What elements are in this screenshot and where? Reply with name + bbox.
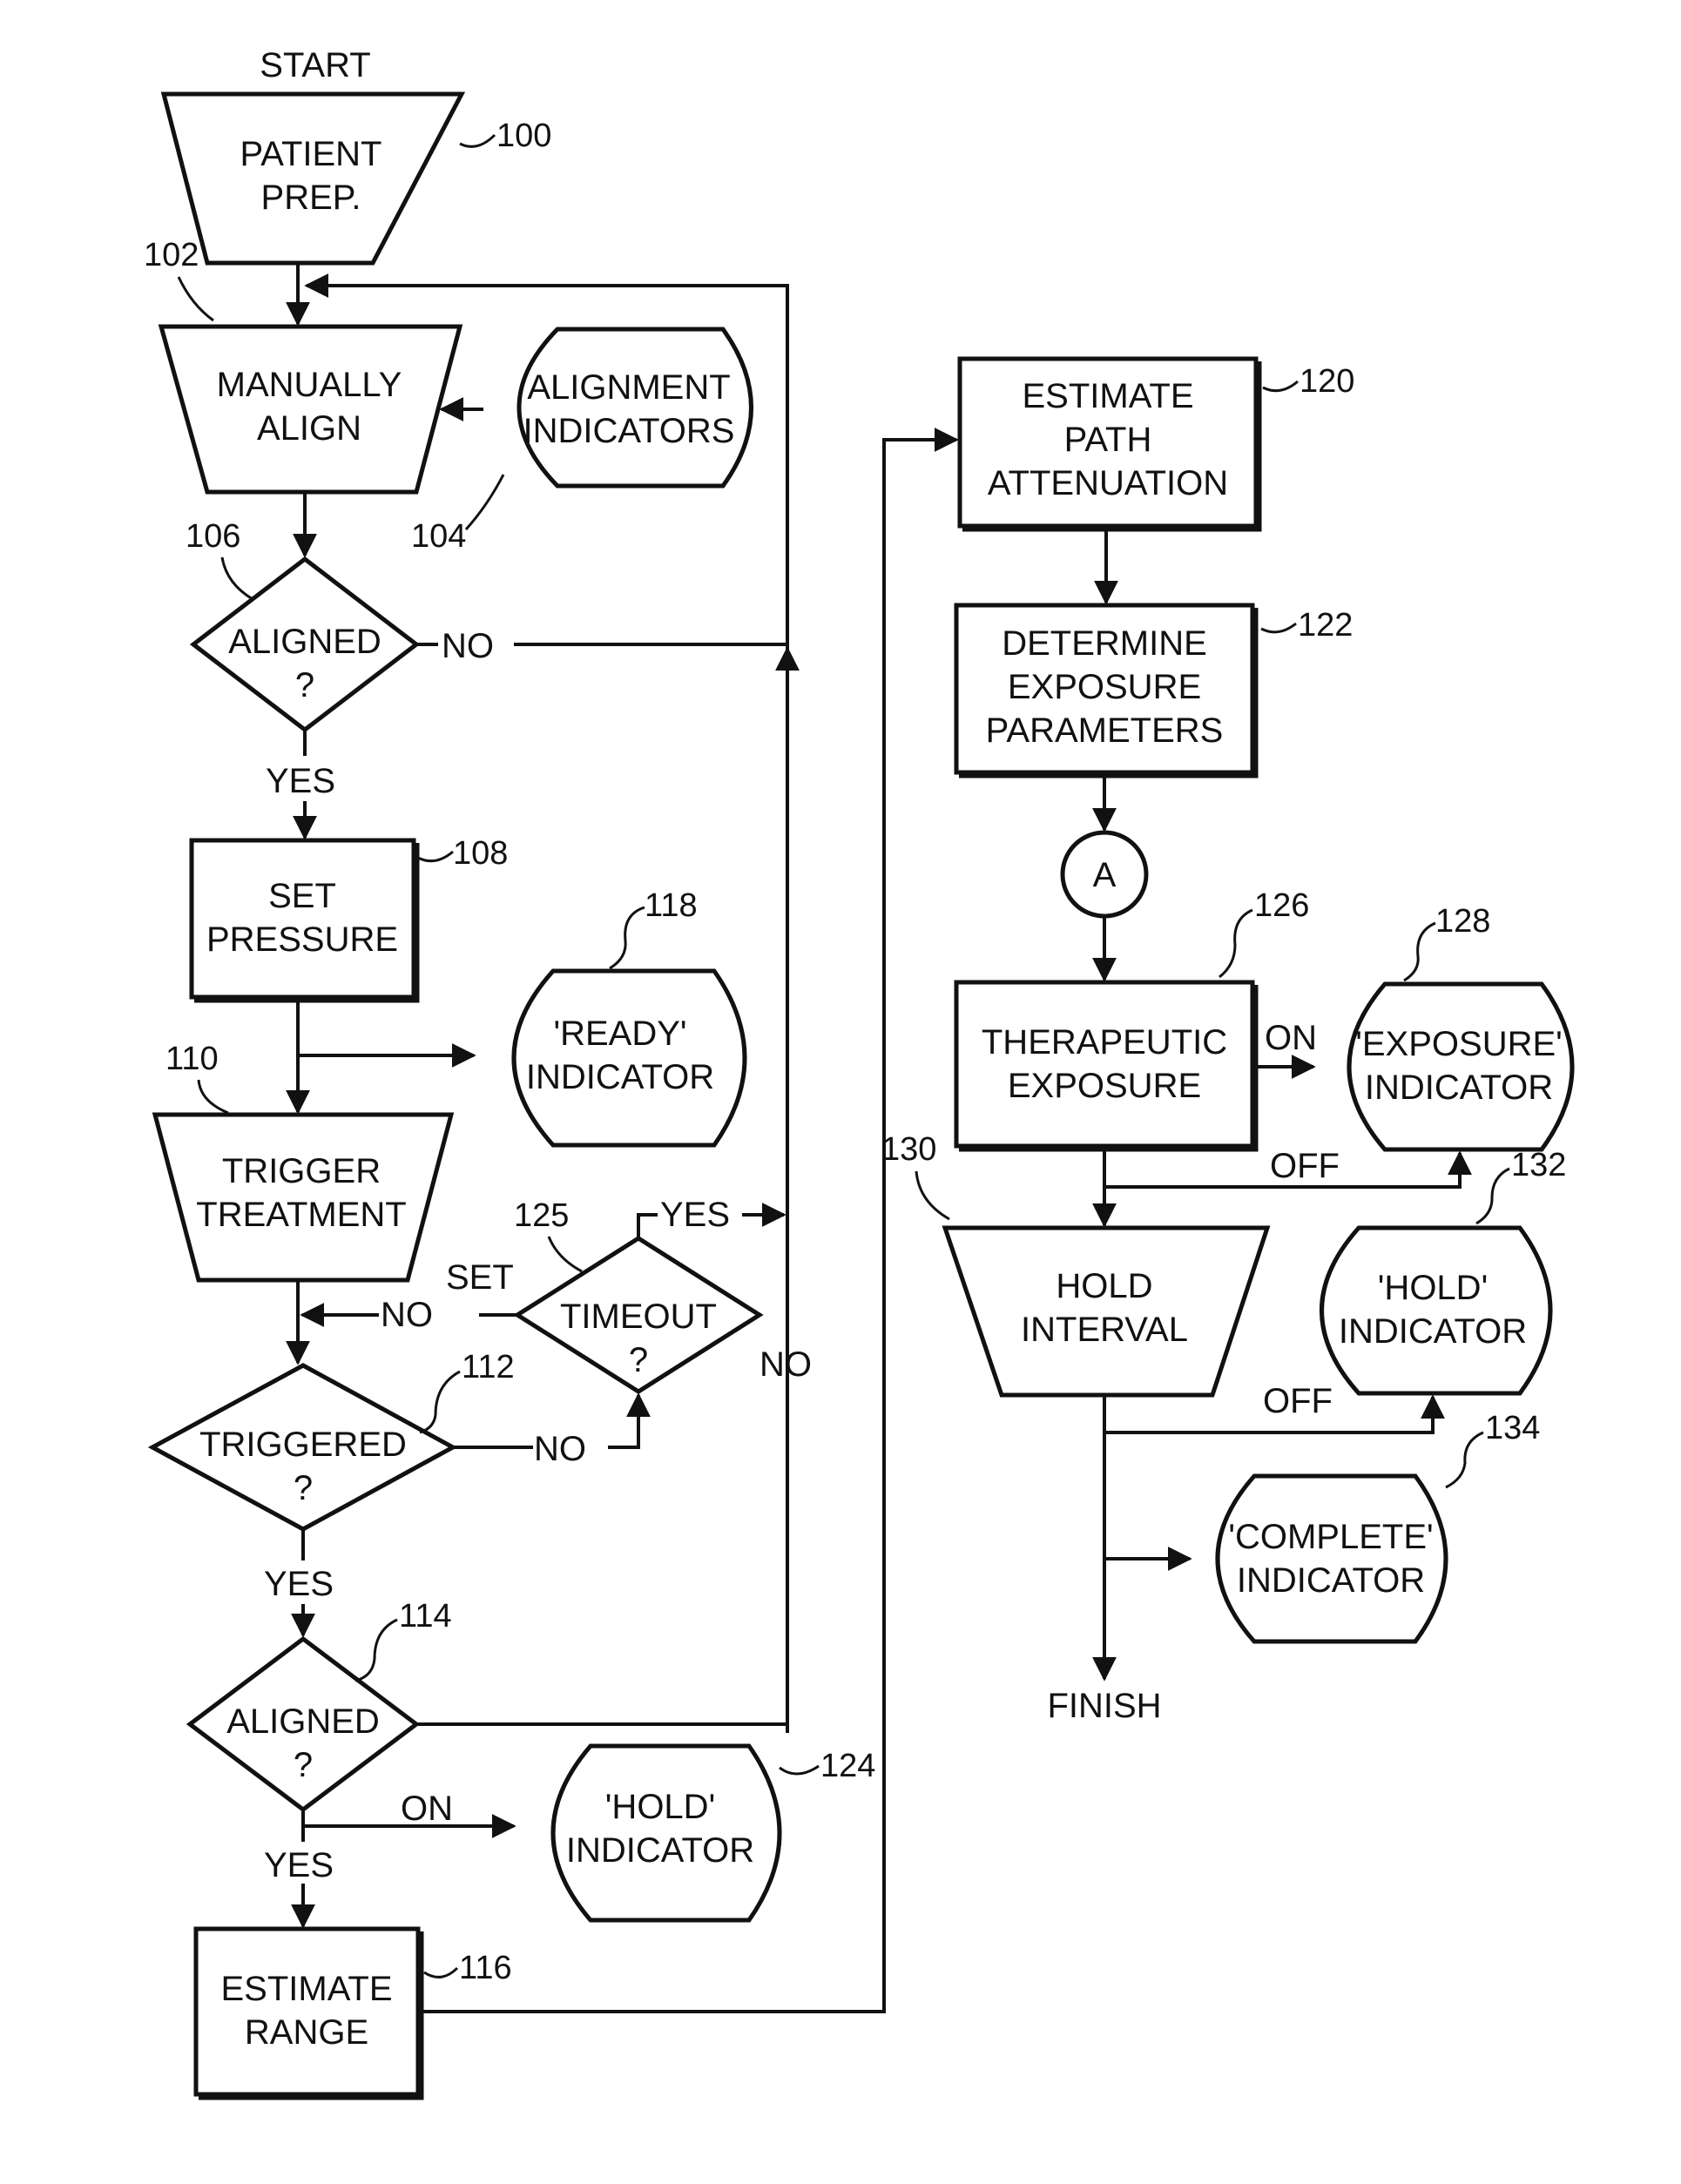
node-ready-indicator-line1: 'READY' — [553, 1014, 686, 1053]
flow-lines — [298, 263, 1460, 2012]
node-ready-indicator-line2: INDICATOR — [526, 1058, 714, 1096]
edge-label-112-yes: YES — [264, 1565, 334, 1603]
ref-122: 122 — [1298, 607, 1353, 644]
edge-label-126-on: ON — [1265, 1019, 1317, 1057]
ref-116: 116 — [459, 1950, 512, 1986]
node-determine-exposure-parameters: DETERMINE EXPOSURE PARAMETERS — [956, 605, 1255, 775]
node-determine-exposure-parameters-line1: DETERMINE — [1002, 624, 1207, 663]
node-triggered-check: TRIGGERED ? — [152, 1365, 453, 1529]
node-estimate-range-line2: RANGE — [245, 2013, 368, 2052]
node-estimate-range: ESTIMATE RANGE — [196, 1929, 421, 2097]
node-hold-indicator-2-line2: INDICATOR — [1339, 1312, 1527, 1351]
node-therapeutic-exposure: THERAPEUTIC EXPOSURE — [956, 982, 1255, 1149]
connector-a-label: A — [1093, 856, 1117, 894]
node-alignment-indicators: ALIGNMENT INDICATORS — [519, 329, 752, 486]
ref-114: 114 — [399, 1598, 452, 1635]
connector-a: A — [1063, 832, 1146, 916]
node-aligned-check-2-line2: ? — [294, 1746, 313, 1784]
node-set-pressure: SET PRESSURE — [192, 840, 416, 1000]
ref-125: 125 — [514, 1197, 569, 1234]
ref-110: 110 — [165, 1041, 219, 1077]
node-timeout-check: TIMEOUT ? — [517, 1238, 759, 1392]
ref-104: 104 — [411, 518, 466, 555]
edge-label-114-on: ON — [401, 1790, 453, 1828]
ref-100: 100 — [496, 118, 551, 154]
edge-label-114-yes: YES — [264, 1846, 334, 1884]
node-estimate-range-line1: ESTIMATE — [220, 1970, 392, 2008]
node-ready-indicator: 'READY' INDICATOR — [514, 971, 745, 1145]
node-complete-indicator: 'COMPLETE' INDICATOR — [1218, 1476, 1446, 1641]
ref-118: 118 — [645, 887, 698, 924]
node-estimate-path-attenuation-line2: PATH — [1064, 421, 1152, 459]
node-triggered-check-line1: TRIGGERED — [199, 1426, 407, 1464]
ref-126: 126 — [1254, 887, 1309, 924]
node-trigger-treatment-line1: TRIGGER — [222, 1152, 381, 1190]
node-timeout-check-line1: TIMEOUT — [560, 1298, 717, 1336]
node-exposure-indicator-line1: 'EXPOSURE' — [1355, 1025, 1563, 1063]
node-patient-prep-line2: PREP. — [261, 179, 361, 217]
node-trigger-treatment: TRIGGER TREATMENT — [155, 1115, 451, 1280]
node-aligned-check-1: ALIGNED ? — [193, 559, 416, 730]
edge-label-125-yes: YES — [660, 1196, 730, 1234]
ref-112: 112 — [462, 1349, 515, 1385]
edge-label-130-off: OFF — [1263, 1382, 1333, 1420]
edge-label-112-no: NO — [534, 1430, 586, 1468]
edge-label-106-no: NO — [442, 627, 494, 665]
node-patient-prep-line1: PATIENT — [240, 135, 382, 173]
node-patient-prep: PATIENT PREP. — [164, 94, 462, 263]
node-manually-align-line2: ALIGN — [257, 409, 361, 448]
ref-108: 108 — [453, 835, 508, 872]
node-estimate-path-attenuation-line3: ATTENUATION — [988, 464, 1228, 502]
node-manually-align: MANUALLY ALIGN — [161, 327, 460, 492]
node-timeout-check-line2: ? — [629, 1341, 648, 1379]
node-therapeutic-exposure-line2: EXPOSURE — [1008, 1067, 1201, 1105]
ref-124: 124 — [820, 1748, 875, 1784]
node-exposure-indicator: 'EXPOSURE' INDICATOR — [1349, 984, 1572, 1149]
ref-102: 102 — [144, 237, 199, 273]
finish-label: FINISH — [1047, 1687, 1161, 1725]
node-set-pressure-line2: PRESSURE — [206, 920, 398, 959]
node-determine-exposure-parameters-line3: PARAMETERS — [986, 711, 1224, 750]
node-exposure-indicator-line2: INDICATOR — [1365, 1068, 1553, 1107]
node-determine-exposure-parameters-line2: EXPOSURE — [1008, 668, 1201, 706]
node-therapeutic-exposure-line1: THERAPEUTIC — [982, 1023, 1227, 1062]
node-aligned-check-2-line1: ALIGNED — [226, 1702, 380, 1741]
edge-label-114-no: NO — [759, 1345, 812, 1384]
node-hold-indicator-1: 'HOLD' INDICATOR — [553, 1746, 780, 1920]
node-hold-indicator-1-line2: INDICATOR — [566, 1831, 754, 1870]
ref-134: 134 — [1485, 1410, 1540, 1446]
ref-128: 128 — [1435, 903, 1490, 940]
node-estimate-path-attenuation: ESTIMATE PATH ATTENUATION — [960, 359, 1259, 529]
node-alignment-indicators-line1: ALIGNMENT — [527, 368, 730, 407]
node-hold-interval-line2: INTERVAL — [1021, 1311, 1188, 1349]
node-hold-interval: HOLD INTERVAL — [945, 1228, 1267, 1395]
node-estimate-path-attenuation-line1: ESTIMATE — [1022, 377, 1193, 415]
node-trigger-treatment-line2: TREATMENT — [196, 1196, 406, 1234]
node-hold-indicator-2-line1: 'HOLD' — [1378, 1269, 1488, 1307]
ref-130: 130 — [881, 1131, 936, 1168]
node-aligned-check-1-line1: ALIGNED — [228, 623, 381, 661]
node-aligned-check-1-line2: ? — [295, 666, 314, 704]
node-hold-indicator-2: 'HOLD' INDICATOR — [1322, 1228, 1551, 1393]
edge-label-106-yes: YES — [266, 762, 335, 800]
edge-label-126-off: OFF — [1270, 1147, 1340, 1185]
node-complete-indicator-line2: INDICATOR — [1237, 1561, 1425, 1600]
edge-label-125-no: NO — [381, 1296, 433, 1334]
node-set-pressure-line1: SET — [268, 877, 336, 915]
ref-132: 132 — [1511, 1147, 1566, 1183]
ref-120: 120 — [1300, 363, 1354, 400]
ref-106: 106 — [186, 518, 240, 555]
node-aligned-check-2: ALIGNED ? — [190, 1639, 416, 1810]
node-hold-interval-line1: HOLD — [1056, 1267, 1152, 1305]
edge-label-125-set: SET — [446, 1258, 514, 1297]
node-alignment-indicators-line2: INDICATORS — [523, 412, 735, 450]
node-triggered-check-line2: ? — [294, 1469, 313, 1507]
node-hold-indicator-1-line1: 'HOLD' — [605, 1788, 715, 1826]
start-label: START — [260, 46, 370, 84]
node-manually-align-line1: MANUALLY — [217, 366, 402, 404]
node-complete-indicator-line1: 'COMPLETE' — [1228, 1518, 1433, 1556]
